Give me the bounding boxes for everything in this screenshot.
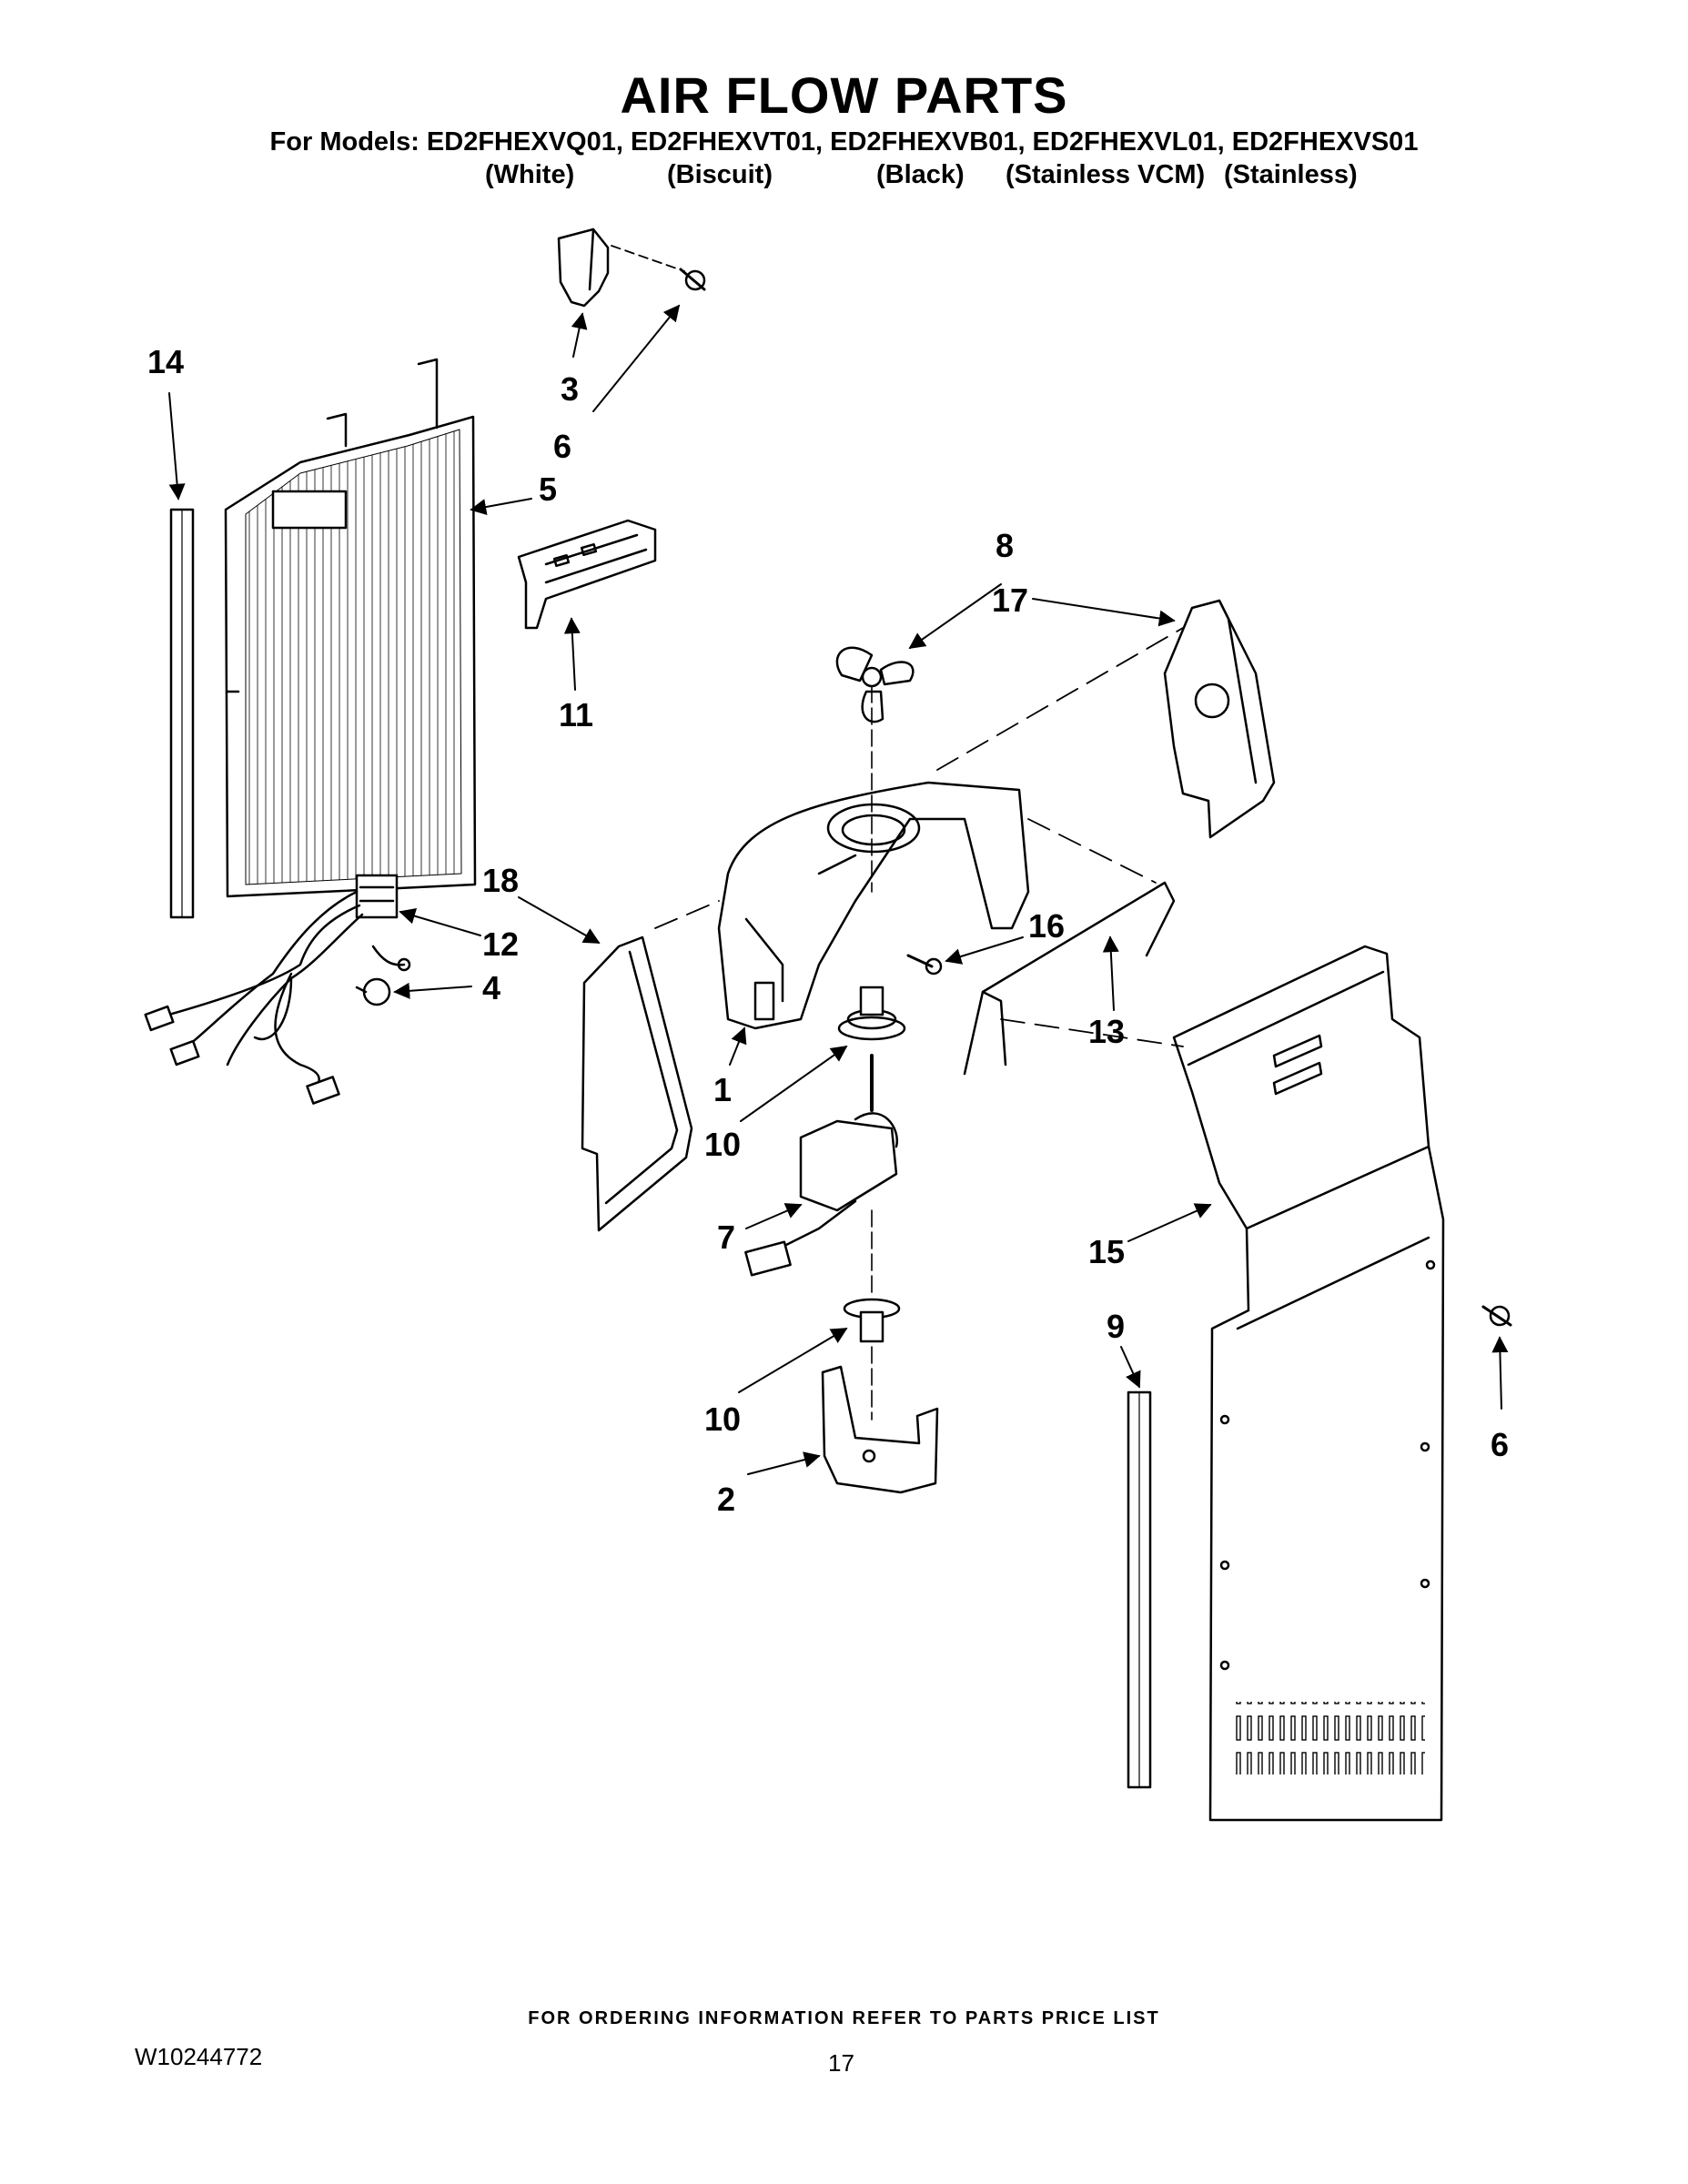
callout-3: 3 bbox=[561, 370, 579, 408]
part-4-thermal-fuse bbox=[355, 977, 391, 1006]
part-2-motor-bracket bbox=[821, 1365, 939, 1494]
part-10-grommet-upper bbox=[837, 986, 906, 1041]
variant-white: (White) bbox=[485, 160, 575, 189]
callout-6-top: 6 bbox=[553, 428, 571, 465]
callout-15: 15 bbox=[1088, 1233, 1125, 1270]
part-14-foam-strip bbox=[169, 508, 195, 919]
callout-5: 5 bbox=[539, 470, 557, 508]
part-15-air-duct-cover bbox=[1172, 945, 1445, 1822]
variant-biscuit: (Biscuit) bbox=[667, 160, 773, 189]
part-18-left-baffle bbox=[581, 935, 693, 1232]
variant-stainless-vcm: (Stainless VCM) bbox=[1006, 160, 1206, 189]
callout-1: 1 bbox=[713, 1071, 732, 1108]
part-6-screw-top bbox=[611, 245, 706, 291]
callout-13: 13 bbox=[1088, 1013, 1125, 1050]
document-number: W10244772 bbox=[135, 2043, 263, 2070]
part-16-screw bbox=[906, 954, 943, 976]
callout-12: 12 bbox=[482, 925, 519, 963]
callout-17: 17 bbox=[992, 581, 1028, 619]
page-number: 17 bbox=[828, 2049, 854, 2077]
callout-14: 14 bbox=[147, 343, 184, 380]
part-13-wire-bracket bbox=[963, 881, 1176, 1076]
callout-2: 2 bbox=[717, 1481, 735, 1518]
part-10-grommet-lower bbox=[843, 1298, 901, 1343]
part-7-fan-motor bbox=[744, 1054, 899, 1421]
part-6-screw-right bbox=[1481, 1305, 1512, 1327]
callout-labels: 14 3 6 5 11 8 17 18 12 4 16 13 1 10 7 15… bbox=[147, 343, 1509, 1518]
callout-8: 8 bbox=[996, 527, 1014, 564]
callout-10-lower: 10 bbox=[704, 1400, 741, 1438]
callout-4: 4 bbox=[482, 969, 500, 1006]
part-1-fan-shroud bbox=[717, 781, 1030, 1030]
variant-stainless: (Stainless) bbox=[1224, 160, 1358, 189]
callout-10-upper: 10 bbox=[704, 1126, 741, 1163]
callout-16: 16 bbox=[1028, 907, 1065, 945]
callout-18: 18 bbox=[482, 862, 519, 899]
part-17-right-baffle bbox=[1163, 599, 1276, 839]
part-12-wiring-harness bbox=[144, 874, 411, 1105]
callout-7: 7 bbox=[717, 1218, 735, 1256]
callout-9: 9 bbox=[1107, 1308, 1125, 1345]
part-9-foam-strip bbox=[1127, 1390, 1152, 1789]
models-line: For Models: ED2FHEXVQ01, ED2FHEXVT01, ED… bbox=[269, 127, 1419, 157]
callout-11: 11 bbox=[559, 696, 593, 733]
variant-black: (Black) bbox=[876, 160, 965, 189]
part-8-fan-blade bbox=[835, 646, 915, 893]
part-3-cap bbox=[557, 228, 610, 308]
callout-6-right: 6 bbox=[1491, 1426, 1509, 1463]
part-5-evaporator-cover bbox=[224, 358, 477, 898]
alignment-lines bbox=[654, 627, 1184, 1047]
callout-leaders bbox=[168, 304, 1509, 1475]
ordering-note: FOR ORDERING INFORMATION REFER TO PARTS … bbox=[528, 2008, 1160, 2028]
part-11-bracket bbox=[517, 519, 657, 630]
page-title: AIR FLOW PARTS bbox=[620, 66, 1068, 124]
